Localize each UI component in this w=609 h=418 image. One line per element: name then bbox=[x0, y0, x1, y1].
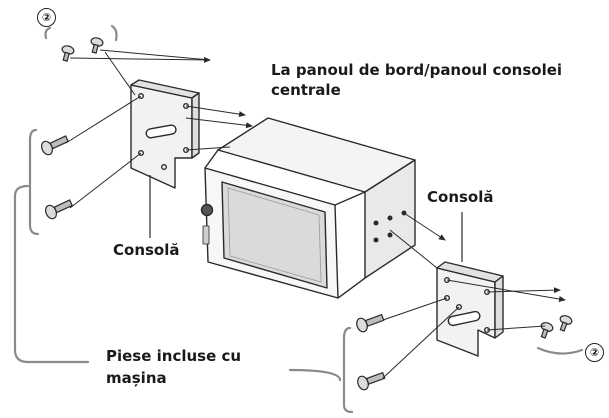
leader-lines bbox=[149, 175, 463, 262]
included-parts-line2: mașina bbox=[106, 369, 167, 387]
head-unit bbox=[200, 117, 416, 299]
included-parts-line1: Piese incluse cu bbox=[106, 347, 242, 365]
screws-right bbox=[356, 313, 573, 391]
dashboard-label-line1: La panoul de bord/panoul consolei bbox=[271, 61, 563, 79]
volume-knob bbox=[200, 203, 214, 217]
callout-2-bottom-right: ② bbox=[585, 343, 604, 362]
dashboard-label: La panoul de bord/panoul consolei centra… bbox=[271, 60, 601, 100]
screws-left bbox=[40, 37, 104, 220]
left-bracket bbox=[130, 79, 200, 189]
right-bracket bbox=[436, 261, 504, 357]
console-label-right: Consolă bbox=[427, 188, 494, 206]
console-label-left: Consolă bbox=[113, 241, 180, 259]
included-parts-label: Piese incluse cu mașina bbox=[106, 345, 306, 389]
callout-2-top-left: ② bbox=[37, 8, 56, 27]
assembly-lines bbox=[65, 49, 566, 379]
group-braces bbox=[13, 24, 584, 414]
dashboard-label-line2: centrale bbox=[271, 81, 341, 99]
